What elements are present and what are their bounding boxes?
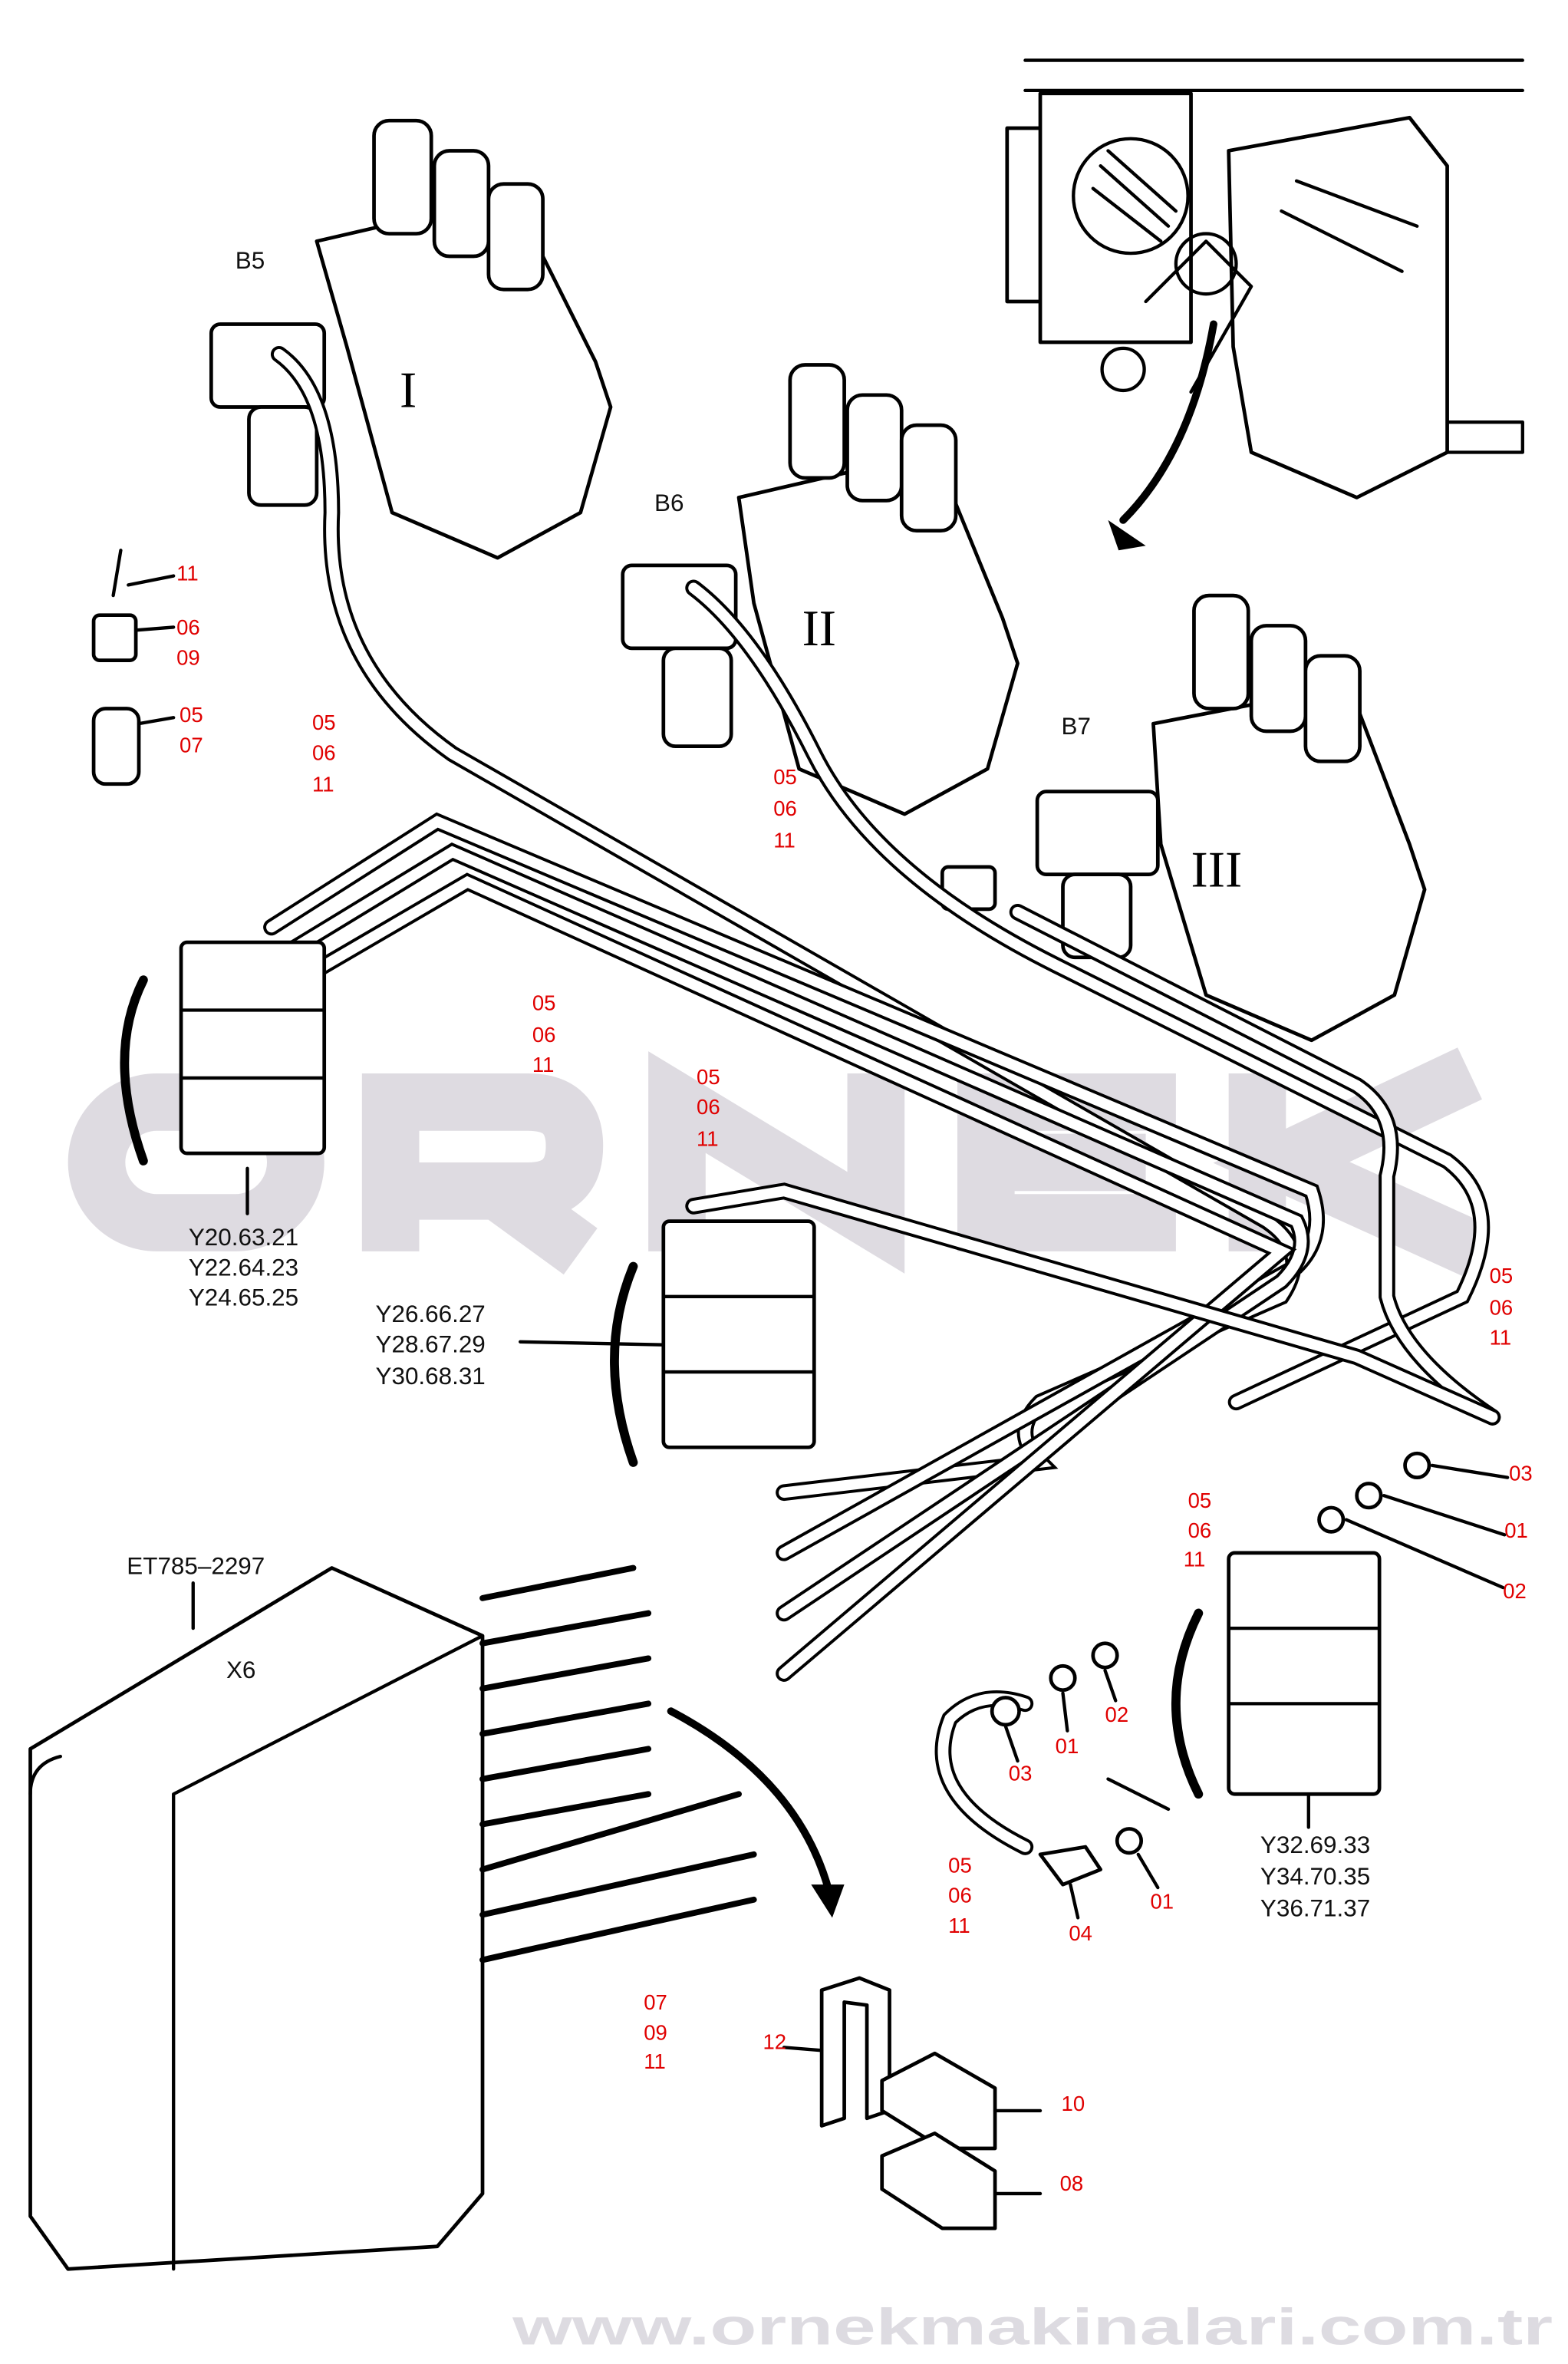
callout: 01 bbox=[1504, 1518, 1528, 1542]
valve-label: Y24.65.25 bbox=[189, 1284, 298, 1311]
callout: 09 bbox=[644, 2021, 667, 2045]
sensor-b5 bbox=[209, 322, 327, 507]
callout: 11 bbox=[1490, 1326, 1512, 1350]
connector-detail bbox=[91, 549, 176, 786]
callout: 05 bbox=[1490, 1264, 1514, 1288]
box-label-x6: X6 bbox=[226, 1657, 255, 1683]
callout: 01 bbox=[1150, 1890, 1174, 1914]
callout: 11 bbox=[532, 1053, 555, 1076]
callout: 07 bbox=[644, 1990, 667, 2014]
callout: 06 bbox=[1490, 1295, 1514, 1319]
label-b5: B5 bbox=[236, 247, 265, 274]
callout: 06 bbox=[176, 615, 200, 639]
label-unit-i: I bbox=[400, 362, 417, 419]
engine-block-ii bbox=[736, 363, 1020, 816]
valve-label: Y30.68.31 bbox=[376, 1363, 486, 1390]
callout: 06 bbox=[948, 1884, 972, 1907]
callout: 11 bbox=[1184, 1548, 1206, 1571]
valve-label: Y28.67.29 bbox=[376, 1331, 486, 1358]
valve-label: Y26.66.27 bbox=[376, 1301, 486, 1327]
valve-label: Y20.63.21 bbox=[189, 1224, 298, 1251]
callout: 03 bbox=[1509, 1462, 1533, 1485]
valve-label: Y34.70.35 bbox=[1260, 1863, 1370, 1890]
hose-bundle bbox=[263, 345, 1501, 1855]
callout: 05 bbox=[312, 711, 336, 734]
callout: 04 bbox=[1069, 1921, 1092, 1945]
valve-label: Y22.64.23 bbox=[189, 1254, 298, 1281]
callout: 11 bbox=[697, 1126, 719, 1150]
callout: 07 bbox=[180, 733, 203, 757]
callout: 06 bbox=[697, 1095, 720, 1119]
callout: 06 bbox=[1188, 1518, 1212, 1542]
callout: 01 bbox=[1056, 1734, 1079, 1758]
valve-label: Y32.69.33 bbox=[1260, 1832, 1370, 1858]
callout: 05 bbox=[697, 1065, 720, 1089]
junction-box-x6 bbox=[28, 1564, 845, 2271]
callouts: 11 06 09 05 07 05 06 11 05 06 11 05 06 1… bbox=[176, 561, 1533, 2195]
callout: 12 bbox=[763, 2029, 786, 2053]
callout: 08 bbox=[1060, 2171, 1084, 2195]
callout: 09 bbox=[176, 646, 200, 670]
watermark-url: www.ornekmakinalari.com.tr bbox=[512, 2299, 1553, 2356]
callout: 06 bbox=[312, 740, 336, 764]
valve-label: Y36.71.37 bbox=[1260, 1894, 1370, 1921]
clamps bbox=[782, 1976, 1043, 2230]
callout: 11 bbox=[644, 2049, 666, 2073]
valve-block-mid bbox=[610, 1219, 816, 1467]
callout: 06 bbox=[532, 1023, 556, 1047]
callout: 06 bbox=[773, 796, 797, 820]
callout: 11 bbox=[948, 1914, 970, 1937]
label-unit-ii: II bbox=[802, 600, 837, 657]
callout: 10 bbox=[1062, 2092, 1085, 2115]
callout: 03 bbox=[1009, 1762, 1033, 1785]
valve-block-left bbox=[120, 940, 327, 1166]
engine-block-iii bbox=[1151, 593, 1427, 1043]
sensor-b6 bbox=[621, 563, 738, 748]
valve-block-right bbox=[1171, 1551, 1382, 1799]
callout: 11 bbox=[176, 561, 199, 585]
label-b6: B6 bbox=[654, 490, 684, 516]
callout: 05 bbox=[948, 1853, 972, 1877]
fittings bbox=[990, 1451, 1510, 1920]
engine-block-i bbox=[315, 118, 613, 560]
box-part-number: ET785–2297 bbox=[127, 1552, 265, 1579]
callout: 02 bbox=[1503, 1579, 1527, 1603]
valve-labels: Y20.63.21 Y22.64.23 Y24.65.25 Y26.66.27 … bbox=[189, 1166, 1370, 1921]
callout: 05 bbox=[180, 703, 203, 727]
callout: 05 bbox=[1188, 1489, 1212, 1512]
machine-inset bbox=[1005, 58, 1524, 551]
label-unit-iii: III bbox=[1191, 841, 1243, 898]
callout: 05 bbox=[773, 765, 797, 789]
callout: 05 bbox=[532, 991, 556, 1014]
label-b7: B7 bbox=[1062, 713, 1091, 740]
callout: 11 bbox=[312, 773, 334, 796]
callout: 11 bbox=[773, 828, 796, 852]
callout: 02 bbox=[1105, 1703, 1129, 1726]
